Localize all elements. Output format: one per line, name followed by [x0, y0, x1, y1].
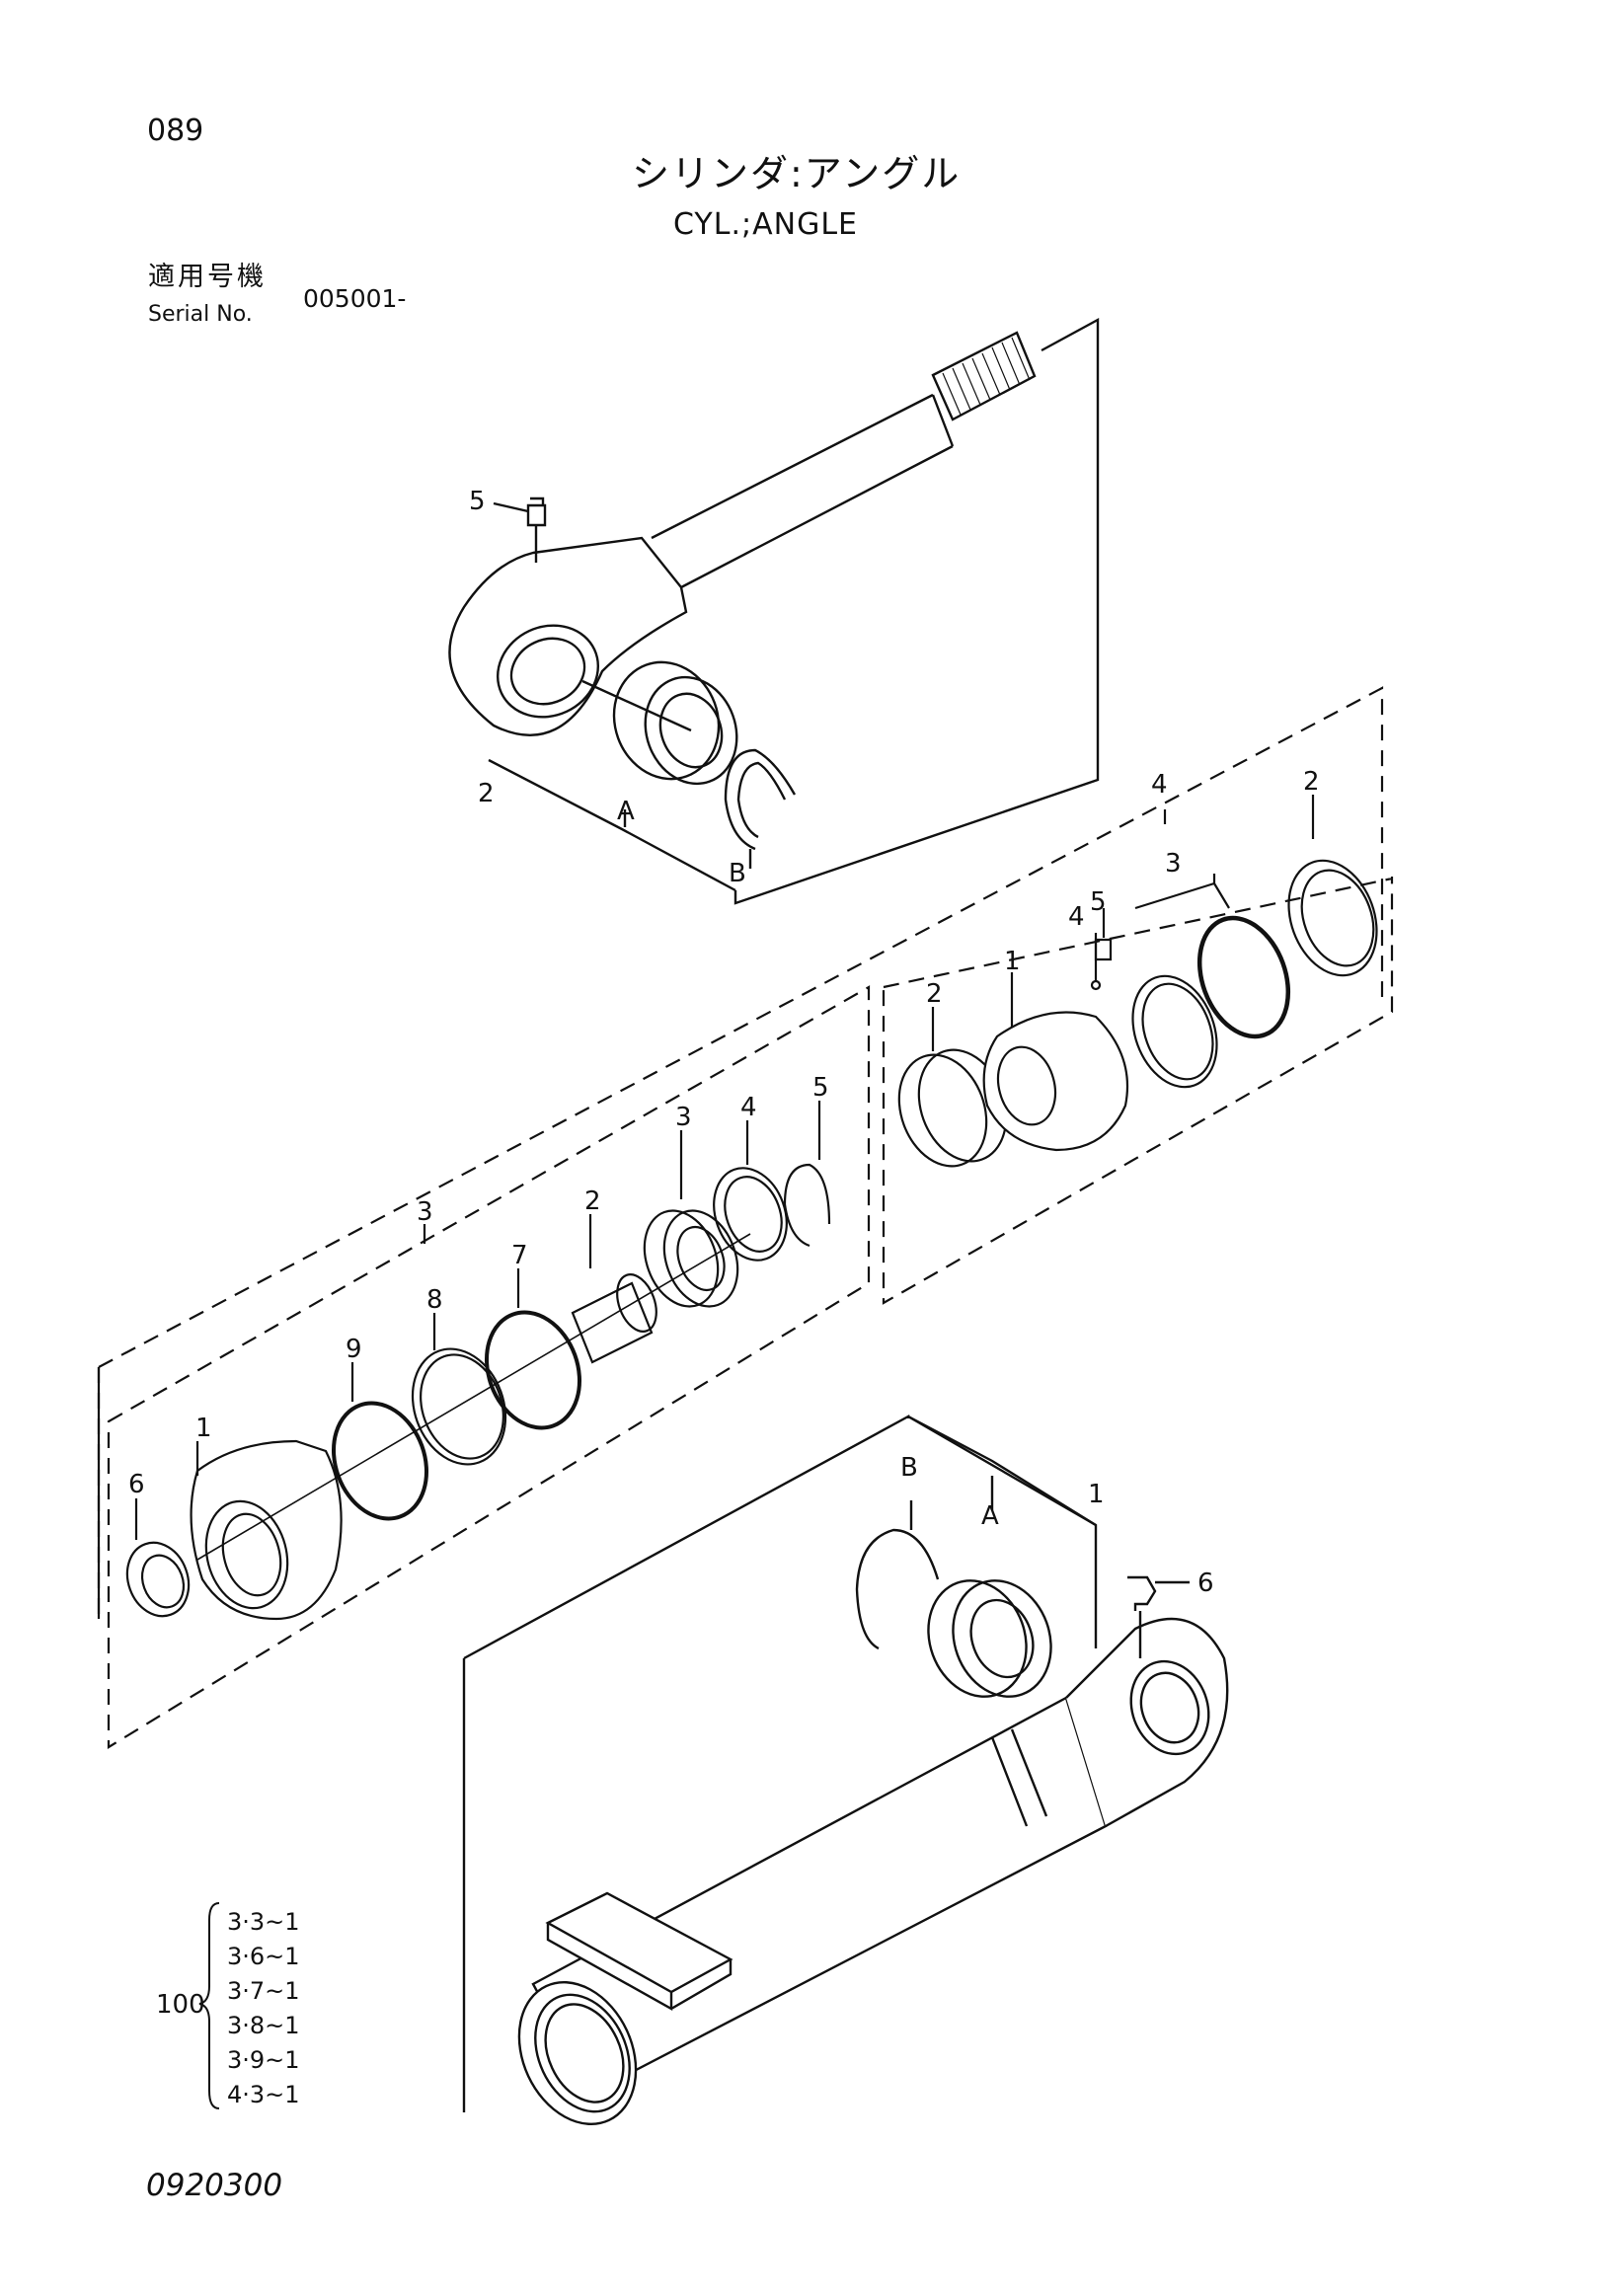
piston-set-screw: [1094, 938, 1113, 961]
head-bush: [571, 1281, 654, 1364]
title-japanese: シリンダ:アングル: [632, 152, 962, 195]
rod-eye: [448, 536, 688, 736]
cylinder-head: [190, 1439, 343, 1621]
callout-tube-ring: B: [900, 1453, 918, 1483]
reference-item: 4·3~1: [227, 2081, 300, 2108]
head-dashed-frame: [107, 985, 871, 1749]
page-number: 089: [147, 114, 204, 148]
piston-rod: [651, 393, 955, 589]
callout-rod-ring: B: [729, 859, 746, 888]
callout-rod-assy: 2: [478, 779, 495, 808]
reference-brace: [198, 1902, 220, 2109]
callout-rod-grease: 5: [469, 487, 486, 516]
callout-head-assy: 3: [417, 1197, 433, 1227]
rod-bushing: [612, 660, 721, 781]
piston-ring-left: [897, 1053, 988, 1168]
piston-body: [982, 1011, 1129, 1152]
rod-thread-hatch: [942, 337, 1031, 416]
callout-piston-set: 4: [1068, 902, 1085, 932]
callout-tube-grease: 6: [1197, 1569, 1214, 1598]
reference-item: 3·6~1: [227, 1943, 300, 1970]
callout-head-seal-6: 6: [128, 1470, 145, 1499]
callout-head-ring-8: 8: [426, 1285, 443, 1315]
head-seal-6: [125, 1541, 191, 1618]
piston-assembly: [882, 795, 1394, 1305]
callout-rod-bush: A: [617, 797, 635, 826]
tube-open-end: [517, 1980, 638, 2126]
callout-head-seal-4: 4: [740, 1093, 757, 1122]
reference-item: 3·9~1: [227, 2046, 300, 2074]
callout-piston-screw: 5: [1090, 887, 1107, 917]
reference-item: 3·7~1: [227, 1977, 300, 2005]
callout-head-bush: 2: [584, 1186, 601, 1216]
callout-piston-body: 1: [1004, 947, 1021, 976]
callout-labels: 5 2 A B 3 1 6 9 8 7 2 3 4 5 4 1 2 4 5 3 …: [128, 487, 1320, 1598]
callout-head-body: 1: [195, 1414, 212, 1443]
piston-ring-right: [1287, 859, 1378, 977]
piston-seal-3: [1131, 974, 1218, 1089]
head-seal-4: [713, 1167, 788, 1262]
tube-bushing: [927, 1579, 1028, 1698]
callout-tube-assy: 1: [1088, 1480, 1105, 1509]
rod-assembly: [448, 317, 1100, 905]
document-code: 0920300: [146, 2168, 283, 2203]
reference-item: 3·8~1: [227, 2012, 300, 2039]
callout-head-seal-3: 3: [675, 1103, 692, 1132]
tube-eye-bore: [1129, 1659, 1210, 1756]
title-english: CYL.;ANGLE: [673, 207, 858, 242]
rod-snap-ring: [724, 748, 797, 851]
tube-snap-ring: [855, 1528, 940, 1650]
rod-eye-bore: [496, 624, 600, 719]
rod-frame-line: [733, 317, 1100, 905]
serial-label-en: Serial No.: [148, 302, 253, 327]
head-ring-8: [411, 1347, 507, 1466]
head-ring-7: [484, 1310, 582, 1430]
reference-item: 3·3~1: [227, 1908, 300, 1936]
callout-piston-ring: 2: [926, 979, 943, 1009]
serial-label-jp: 適用号機: [148, 262, 267, 292]
piston-ring-3: [1196, 915, 1291, 1039]
head-snap-5: [783, 1163, 831, 1248]
head-assembly: [97, 686, 1384, 1749]
callout-head-ring-7: 7: [511, 1241, 528, 1270]
tube-assembly: [462, 1414, 1229, 2126]
callout-head-ring-9: 9: [346, 1335, 362, 1364]
tube-grease-elbow: [1127, 1575, 1157, 1658]
reference-main: 100: [156, 1990, 205, 2020]
callout-piston-wear: 2: [1303, 767, 1320, 797]
callout-head-snap-5: 5: [812, 1073, 829, 1103]
rod-thread: [931, 331, 1037, 421]
rod-grease-nipple: [526, 497, 547, 563]
rod-leader-bracket: [488, 758, 736, 892]
tube-leader-bracket: [907, 1415, 1098, 1648]
callout-piston-assy: 4: [1151, 770, 1168, 800]
piston-dashed-frame: [882, 877, 1394, 1305]
serial-number: 005001-: [303, 284, 407, 313]
callout-tube-bush: A: [981, 1501, 999, 1531]
tube-label-plate: [545, 1891, 733, 2012]
callout-piston-seal: 3: [1165, 849, 1182, 879]
